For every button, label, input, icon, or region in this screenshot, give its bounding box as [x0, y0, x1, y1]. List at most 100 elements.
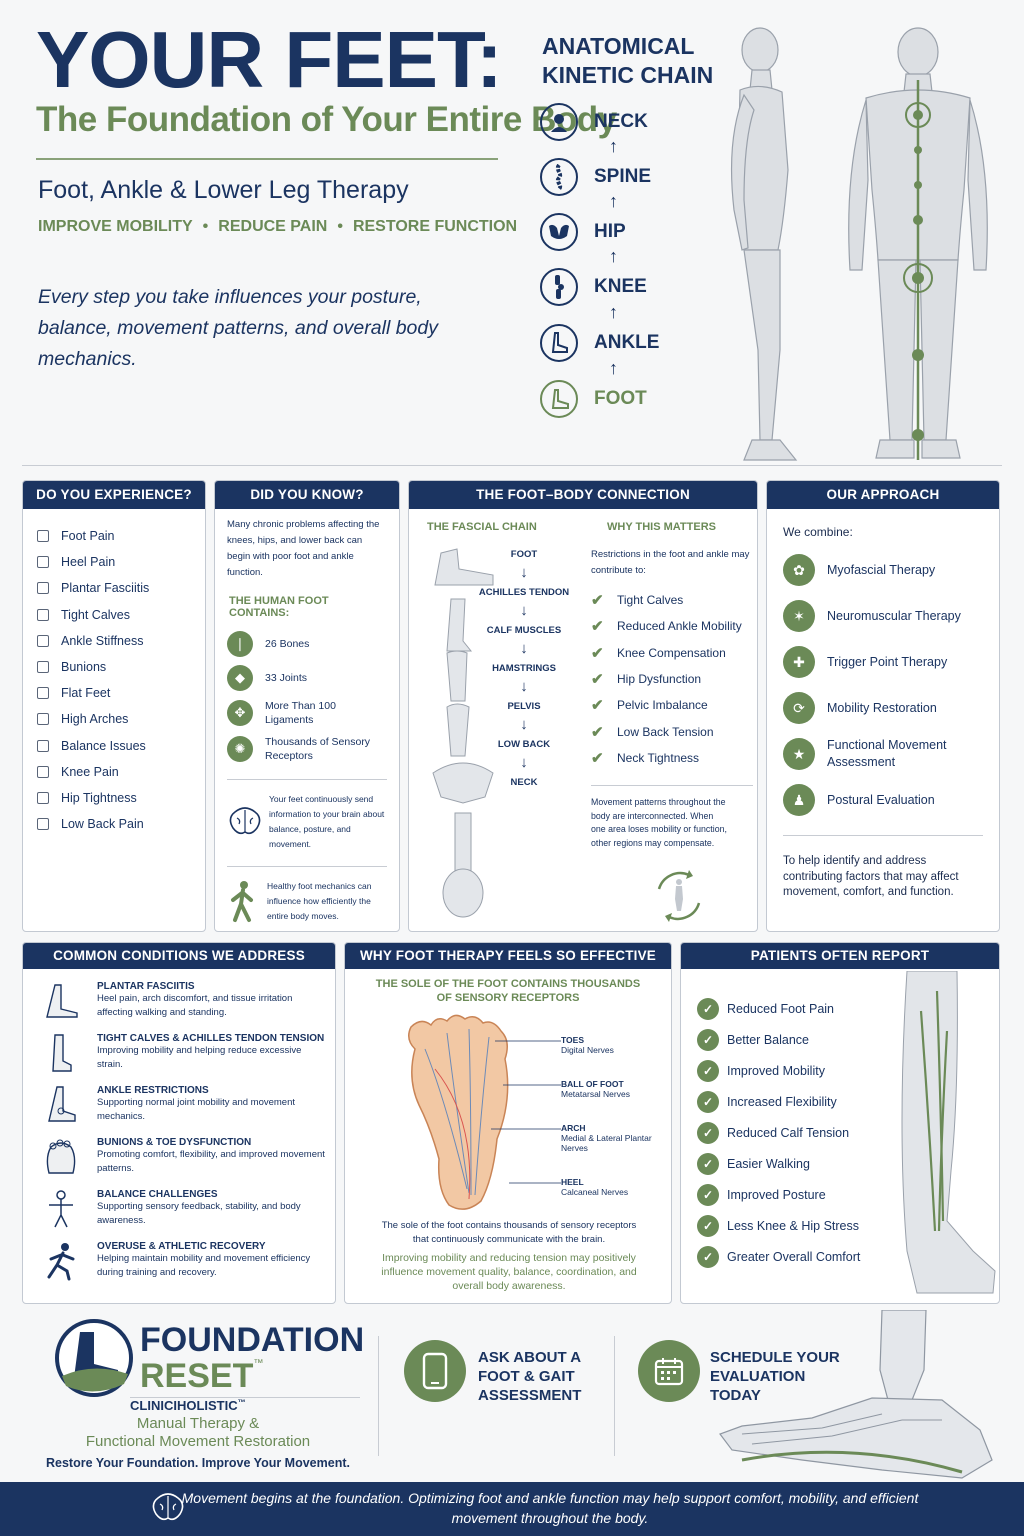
- intro-text: Every step you take influences your post…: [38, 286, 438, 370]
- kinetic-chain-title: ANATOMICAL KINETIC CHAIN: [542, 33, 714, 88]
- title-divider: [36, 158, 498, 160]
- why-note: Movement patterns throughout the body ar…: [591, 797, 727, 848]
- side-body-illustration: [730, 27, 798, 461]
- benefit-pain: REDUCE PAIN: [218, 218, 328, 235]
- list-item[interactable]: Ankle Stiffness: [37, 628, 205, 654]
- report-item: ✓Increased Flexibility: [697, 1086, 860, 1117]
- posture-icon: ♟: [783, 784, 815, 816]
- divider: [591, 785, 753, 787]
- chain-item-ankle: ANKLE: [540, 324, 659, 362]
- check-circle-icon: ✓: [697, 997, 719, 1020]
- checkbox[interactable]: [37, 556, 49, 569]
- check-icon: ✔: [591, 749, 604, 767]
- experience-list: Foot Pain Heel Pain Plantar Fasciitis Ti…: [23, 509, 205, 837]
- back-body-illustration: [848, 27, 988, 460]
- chain-item-knee: KNEE: [540, 268, 647, 306]
- checkbox[interactable]: [37, 765, 49, 778]
- plantar-foot-icon: [46, 984, 78, 1018]
- list-item[interactable]: Heel Pain: [37, 549, 205, 575]
- list-item[interactable]: Bunions: [37, 654, 205, 680]
- fact-joints: ◆33 Joints: [227, 665, 387, 691]
- list-item[interactable]: Low Back Pain: [37, 811, 205, 837]
- list-item: ✔Tight Calves: [591, 592, 684, 610]
- checkbox[interactable]: [37, 530, 49, 543]
- list-item[interactable]: Balance Issues: [37, 733, 205, 759]
- fascial-node: PELVIS: [507, 701, 541, 712]
- approach-item: ✿Myofascial Therapy: [783, 547, 999, 593]
- why-list: ✔Tight Calves ✔Reduced Ankle Mobility ✔K…: [591, 587, 753, 771]
- ask-assessment-button[interactable]: ASK ABOUT A FOOT & GAIT ASSESSMENT: [478, 1349, 582, 1404]
- checkbox[interactable]: [37, 661, 49, 674]
- knee-icon: [540, 268, 578, 306]
- chain-item-spine: SPINE: [540, 158, 651, 196]
- movement-icon: ★: [783, 738, 815, 770]
- effective-subheading: THE SOLE OF THE FOOT CONTAINS THOUSANDS …: [375, 978, 641, 1004]
- fascial-node: CALF MUSCLES: [486, 625, 562, 636]
- connection-panel: THE FOOT–BODY CONNECTION THE FASCIAL CHA…: [408, 480, 758, 932]
- list-item[interactable]: Hip Tightness: [37, 785, 205, 811]
- checkbox[interactable]: [37, 608, 49, 621]
- checkbox[interactable]: [37, 818, 49, 831]
- list-item[interactable]: Tight Calves: [37, 602, 205, 628]
- check-icon: ✔: [591, 592, 604, 610]
- chain-item-neck: NECK: [540, 103, 648, 141]
- brand-tagline: Restore Your Foundation. Improve Your Mo…: [46, 1456, 350, 1470]
- approach-item: ★Functional Movement Assessment: [783, 731, 999, 777]
- checkbox[interactable]: [37, 791, 49, 804]
- report-item: ✓Less Knee & Hip Stress: [697, 1210, 860, 1241]
- chain-label: FOOT: [594, 388, 647, 409]
- list-item[interactable]: Knee Pain: [37, 759, 205, 785]
- phone-icon[interactable]: [404, 1340, 466, 1402]
- why-intro: Restrictions in the foot and ankle may c…: [591, 549, 750, 576]
- checkbox[interactable]: [37, 582, 49, 595]
- calendar-icon[interactable]: [638, 1340, 700, 1402]
- list-item[interactable]: Plantar Fasciitis: [37, 575, 205, 601]
- trigger-point-icon: ✚: [783, 646, 815, 678]
- myofascial-icon: ✿: [783, 554, 815, 586]
- reports-heading: PATIENTS OFTEN REPORT: [681, 943, 999, 969]
- fascial-node: ACHILLES TENDON: [478, 587, 570, 598]
- effective-heading: WHY FOOT THERAPY FEELS SO EFFECTIVE: [345, 943, 671, 969]
- experience-panel: DO YOU EXPERIENCE? Foot Pain Heel Pain P…: [22, 480, 206, 932]
- fascial-node: HAMSTRINGS: [492, 663, 556, 674]
- conditions-panel: COMMON CONDITIONS WE ADDRESS PLANTAR FAS…: [22, 942, 336, 1304]
- checkbox[interactable]: [37, 739, 49, 752]
- did-you-know-heading: DID YOU KNOW?: [215, 481, 399, 509]
- chain-arrow: ↑: [609, 302, 618, 322]
- mobility-icon: ⟳: [783, 692, 815, 724]
- report-item: ✓Better Balance: [697, 1024, 860, 1055]
- check-icon: ✔: [591, 723, 604, 741]
- list-item[interactable]: Flat Feet: [37, 680, 205, 706]
- benefit-separator: •: [202, 218, 209, 235]
- ankle-joint-icon: [48, 1086, 76, 1122]
- check-circle-icon: ✓: [697, 1245, 719, 1268]
- list-item[interactable]: High Arches: [37, 706, 205, 732]
- runner-icon: [47, 1243, 75, 1281]
- did-you-know-intro: Many chronic problems affecting the knee…: [227, 519, 380, 578]
- fascial-node: NECK: [510, 777, 538, 788]
- approach-item: ♟Postural Evaluation: [783, 777, 999, 823]
- divider: [783, 835, 983, 836]
- footer-bar: [0, 1482, 1024, 1536]
- check-circle-icon: ✓: [697, 1121, 719, 1144]
- fact-receptors: ✺Thousands of Sensory Receptors: [227, 735, 387, 763]
- down-arrow: ↓: [520, 564, 528, 581]
- checkbox[interactable]: [37, 687, 49, 700]
- foot-skeleton-illustration: [719, 1310, 993, 1479]
- checkbox[interactable]: [37, 713, 49, 726]
- page-subtitle: The Foundation of Your Entire Body: [36, 100, 617, 139]
- schedule-evaluation-button[interactable]: SCHEDULE YOUR EVALUATION TODAY: [710, 1349, 840, 1404]
- list-item[interactable]: Foot Pain: [37, 523, 205, 549]
- report-item: ✓Improved Posture: [697, 1179, 860, 1210]
- page-title: YOUR FEET:: [36, 15, 503, 104]
- checkbox[interactable]: [37, 634, 49, 647]
- cta-divider: [378, 1336, 379, 1456]
- check-icon: ✔: [591, 671, 604, 689]
- chain-label: HIP: [594, 221, 626, 242]
- approach-note: To help identify and address contributin…: [783, 855, 959, 898]
- neuromuscular-icon: ✶: [783, 600, 815, 632]
